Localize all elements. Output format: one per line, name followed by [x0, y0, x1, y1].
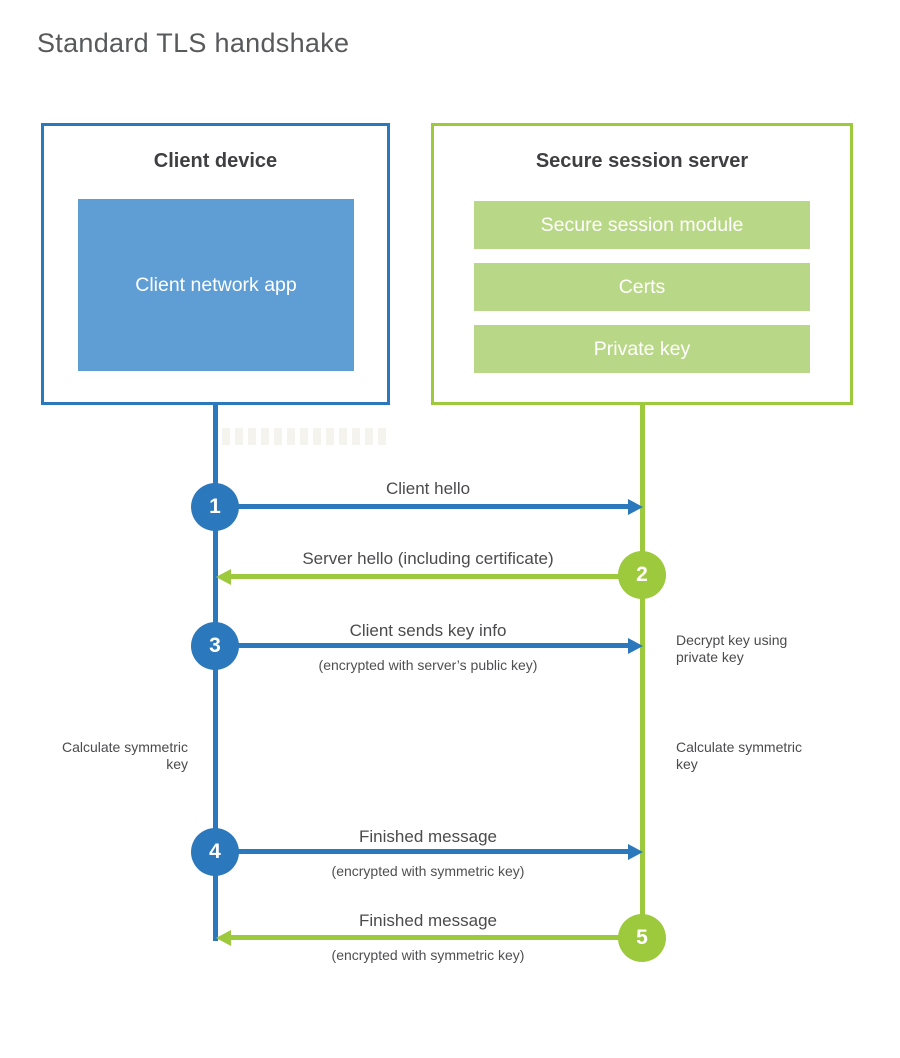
arrow-label-key-info: Client sends key info [349, 621, 507, 640]
step-circle-5: 5 [618, 914, 666, 962]
arrow-1-line [215, 504, 628, 509]
arrow-sublabel-key-info: (encrypted with server’s public key) [318, 657, 538, 673]
client-lifeline [213, 402, 218, 941]
arrow-5-head-icon [216, 930, 231, 946]
step-circle-3: 3 [191, 622, 239, 670]
module-bar-secure-session: Secure session module [474, 201, 810, 249]
arrow-1-head-icon [628, 499, 643, 515]
arrow-label-finished-2: Finished message [359, 911, 497, 930]
note-calculate-left: Calculate symmetric key [61, 739, 188, 773]
secure-session-server-box: Secure session server Secure session mod… [431, 123, 853, 405]
server-lifeline [640, 402, 645, 938]
arrow-sublabel-finished-2: (encrypted with symmetric key) [331, 947, 525, 963]
step-number-4: 4 [209, 840, 221, 863]
arrow-label-finished-1: Finished message [359, 827, 497, 846]
arrow-3-head-icon [628, 638, 643, 654]
arrow-label-client-hello: Client hello [385, 479, 471, 498]
client-network-app-box: Client network app [78, 199, 354, 371]
note-calculate-right: Calculate symmetric key [676, 739, 803, 773]
arrow-4-line [215, 849, 628, 854]
step-circle-2: 2 [618, 551, 666, 599]
step-circle-1: 1 [191, 483, 239, 531]
step-number-2: 2 [636, 563, 648, 586]
server-heading: Secure session server [535, 150, 749, 172]
client-device-box: Client device Client network app [41, 123, 390, 405]
step-number-5: 5 [636, 926, 648, 949]
step-number-1: 1 [209, 495, 221, 518]
arrow-sublabel-finished-1: (encrypted with symmetric key) [331, 863, 525, 879]
module-bar-private-key: Private key [474, 325, 810, 373]
note-decrypt-key: Decrypt key using private key [676, 632, 788, 666]
faint-watermark-artifact [222, 428, 388, 445]
arrow-4-head-icon [628, 844, 643, 860]
module-bar-certs: Certs [474, 263, 810, 311]
client-network-app-label: Client network app [135, 273, 297, 296]
arrow-label-server-hello: Server hello (including certificate) [302, 549, 554, 568]
step-circle-4: 4 [191, 828, 239, 876]
page-title: Standard TLS handshake [37, 28, 350, 58]
arrow-2-head-icon [216, 569, 231, 585]
arrow-3-line [215, 643, 628, 648]
arrow-5-line [231, 935, 642, 940]
client-device-heading: Client device [153, 150, 278, 172]
step-number-3: 3 [209, 634, 221, 657]
arrow-2-line [231, 574, 642, 579]
